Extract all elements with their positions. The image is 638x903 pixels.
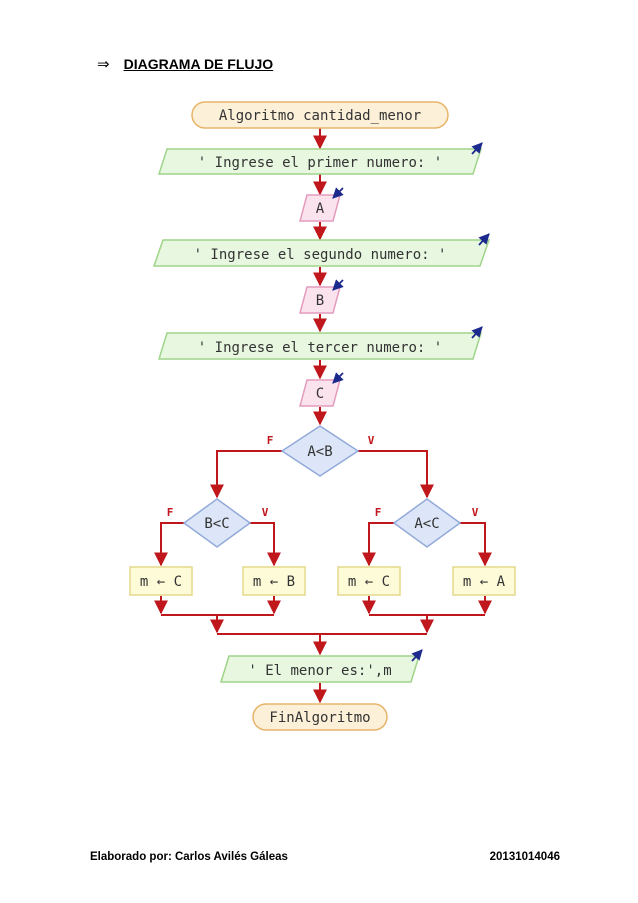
branch-left-false [154, 522, 184, 567]
decision-right-text: A<C [414, 516, 439, 532]
assign-box-2 [242, 566, 306, 596]
output-box-2 [152, 239, 491, 267]
false-label: F [167, 506, 174, 519]
input-arrow-icon [332, 372, 344, 384]
branch-left-true [250, 522, 281, 567]
branch-main-true [358, 450, 434, 499]
output-final-text: ' El menor es:',m [248, 663, 391, 679]
section-heading: ⇒ DIAGRAMA DE FLUJO [97, 55, 273, 73]
branch-main-false [210, 450, 282, 499]
output-box-final [219, 655, 421, 683]
input-box-c [299, 379, 341, 407]
assign-2-text: m ← B [253, 574, 295, 590]
input-a-text: A [316, 201, 325, 217]
true-label: V [472, 506, 479, 519]
false-label: F [267, 434, 274, 447]
assign-1-text: m ← C [140, 574, 182, 590]
output-box-3 [157, 332, 483, 360]
true-label: V [368, 434, 375, 447]
implies-arrow-icon: ⇒ [97, 56, 110, 73]
decision-right [392, 498, 462, 548]
output-arrow-icon [471, 142, 483, 155]
assign-3-text: m ← C [348, 574, 390, 590]
decision-left [182, 498, 252, 548]
assign-box-4 [452, 566, 516, 596]
output-arrow-icon [478, 233, 490, 246]
input-arrow-icon [332, 279, 344, 291]
assign-box-1 [129, 566, 193, 596]
output-3-text: ' Ingrese el tercer numero: ' [198, 340, 442, 356]
branch-right-false [362, 522, 394, 567]
input-b-text: B [316, 293, 324, 309]
decision-main-text: A<B [307, 444, 332, 460]
output-arrow-icon [471, 326, 483, 339]
output-1-text: ' Ingrese el primer numero: ' [198, 155, 442, 171]
input-c-text: C [316, 386, 324, 402]
output-2-text: ' Ingrese el segundo numero: ' [194, 247, 447, 263]
output-arrow-icon [411, 649, 423, 662]
decision-main [280, 425, 360, 477]
assign-4-text: m ← A [463, 574, 506, 590]
footer-author: Elaborado por: Carlos Avilés Gáleas [90, 851, 288, 863]
assign-box-3 [337, 566, 401, 596]
false-label: F [375, 506, 382, 519]
section-title: DIAGRAMA DE FLUJO [123, 56, 274, 72]
output-box-1 [157, 148, 483, 175]
branch-right-true [460, 522, 492, 567]
end-terminal [252, 703, 388, 731]
input-arrow-icon [332, 187, 344, 199]
connectors [154, 128, 492, 704]
input-box-b [299, 286, 341, 314]
start-terminal [191, 101, 449, 129]
true-label: V [262, 506, 269, 519]
start-text: Algoritmo cantidad_menor [219, 108, 421, 124]
footer-id: 20131014046 [489, 851, 560, 863]
end-text: FinAlgoritmo [269, 710, 370, 726]
decision-left-text: B<C [204, 516, 229, 532]
input-box-a [299, 194, 341, 222]
